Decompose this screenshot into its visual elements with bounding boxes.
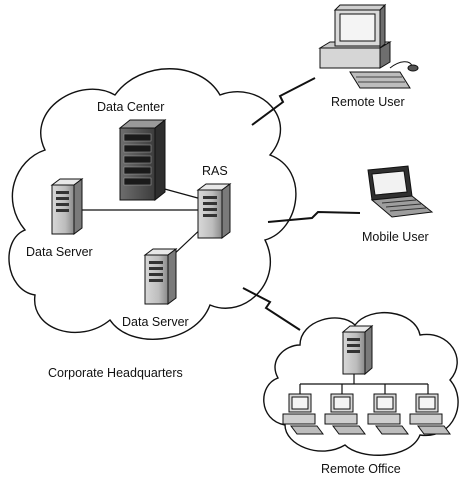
workstation-icon [282, 393, 324, 435]
ras-label: RAS [202, 164, 228, 178]
mobile-user-label: Mobile User [362, 230, 429, 244]
corporate-headquarters-label: Corporate Headquarters [48, 366, 183, 380]
remote-office-server-icon [341, 324, 374, 376]
data-center-label: Data Center [97, 100, 164, 114]
data-server-bottom-icon [143, 248, 178, 305]
ras-server-icon [196, 183, 232, 239]
workstation-icon [324, 393, 366, 435]
link-mobile-user [267, 210, 361, 223]
remote-office-lan [299, 374, 429, 394]
wan-links [242, 77, 361, 331]
link-remote-office [242, 287, 301, 331]
remote-office-label: Remote Office [321, 462, 401, 476]
remote-user-label: Remote User [331, 95, 405, 109]
corporate-headquarters-cloud [8, 68, 297, 340]
mobile-user-laptop-icon [367, 165, 434, 218]
link-remote-user [251, 77, 316, 126]
data-server-bottom-label: Data Server [122, 315, 189, 329]
workstation-icon [409, 393, 451, 435]
data-server-left-label: Data Server [26, 245, 93, 259]
remote-user-computer-icon [318, 3, 419, 89]
data-server-left-icon [50, 178, 84, 235]
workstation-icon [367, 393, 409, 435]
data-center-rack-icon [118, 118, 167, 202]
